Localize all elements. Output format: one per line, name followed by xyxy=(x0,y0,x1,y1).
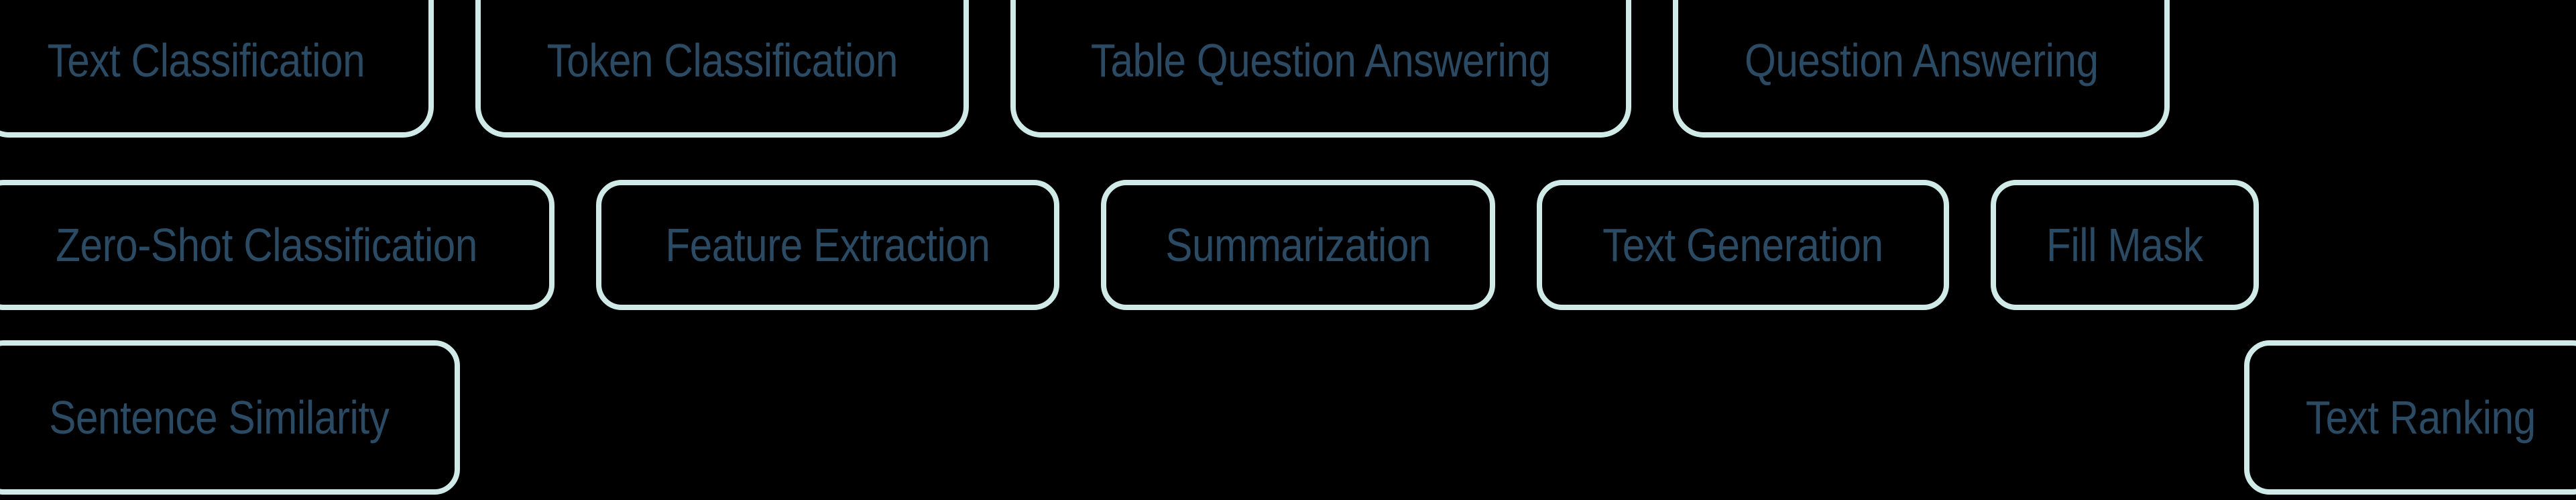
tag-chip-label: Summarization xyxy=(1165,219,1431,271)
tag-chip-text-ranking[interactable]: Text Ranking xyxy=(2244,340,2576,495)
tag-row-3: Sentence Similarity Text Ranking xyxy=(0,340,2576,495)
tag-chip-text-generation[interactable]: Text Generation xyxy=(1537,180,1950,310)
tag-chip-sentence-similarity[interactable]: Sentence Similarity xyxy=(0,340,460,495)
tag-chip-label: Feature Extraction xyxy=(665,219,990,271)
tag-chip-table-question-answering[interactable]: Table Question Answering xyxy=(1010,0,1631,138)
tag-chip-label: Table Question Answering xyxy=(1091,34,1551,87)
tag-chip-label: Text Classification xyxy=(47,34,365,87)
tag-chip-text-classification[interactable]: Text Classification xyxy=(0,0,434,138)
tag-chip-label: Fill Mask xyxy=(2046,219,2203,271)
tag-chip-summarization[interactable]: Summarization xyxy=(1101,180,1496,310)
tag-chip-feature-extraction[interactable]: Feature Extraction xyxy=(596,180,1060,310)
tag-chip-label: Zero-Shot Classification xyxy=(56,219,477,271)
tag-chip-label: Text Ranking xyxy=(2306,391,2536,444)
tag-chip-label: Token Classification xyxy=(546,34,898,87)
tag-row-1: Text Classification Token Classification… xyxy=(0,0,2576,138)
tag-chip-label: Question Answering xyxy=(1744,34,2099,87)
tag-chip-question-answering[interactable]: Question Answering xyxy=(1672,0,2170,138)
tag-row-2: Zero-Shot Classification Feature Extract… xyxy=(0,180,2576,310)
tag-chip-fill-mask[interactable]: Fill Mask xyxy=(1991,180,2259,310)
tag-chip-zero-shot-classification[interactable]: Zero-Shot Classification xyxy=(0,180,555,310)
tag-chip-label: Sentence Similarity xyxy=(49,391,390,444)
tag-chip-label: Text Generation xyxy=(1602,219,1883,271)
tag-chip-token-classification[interactable]: Token Classification xyxy=(475,0,970,138)
